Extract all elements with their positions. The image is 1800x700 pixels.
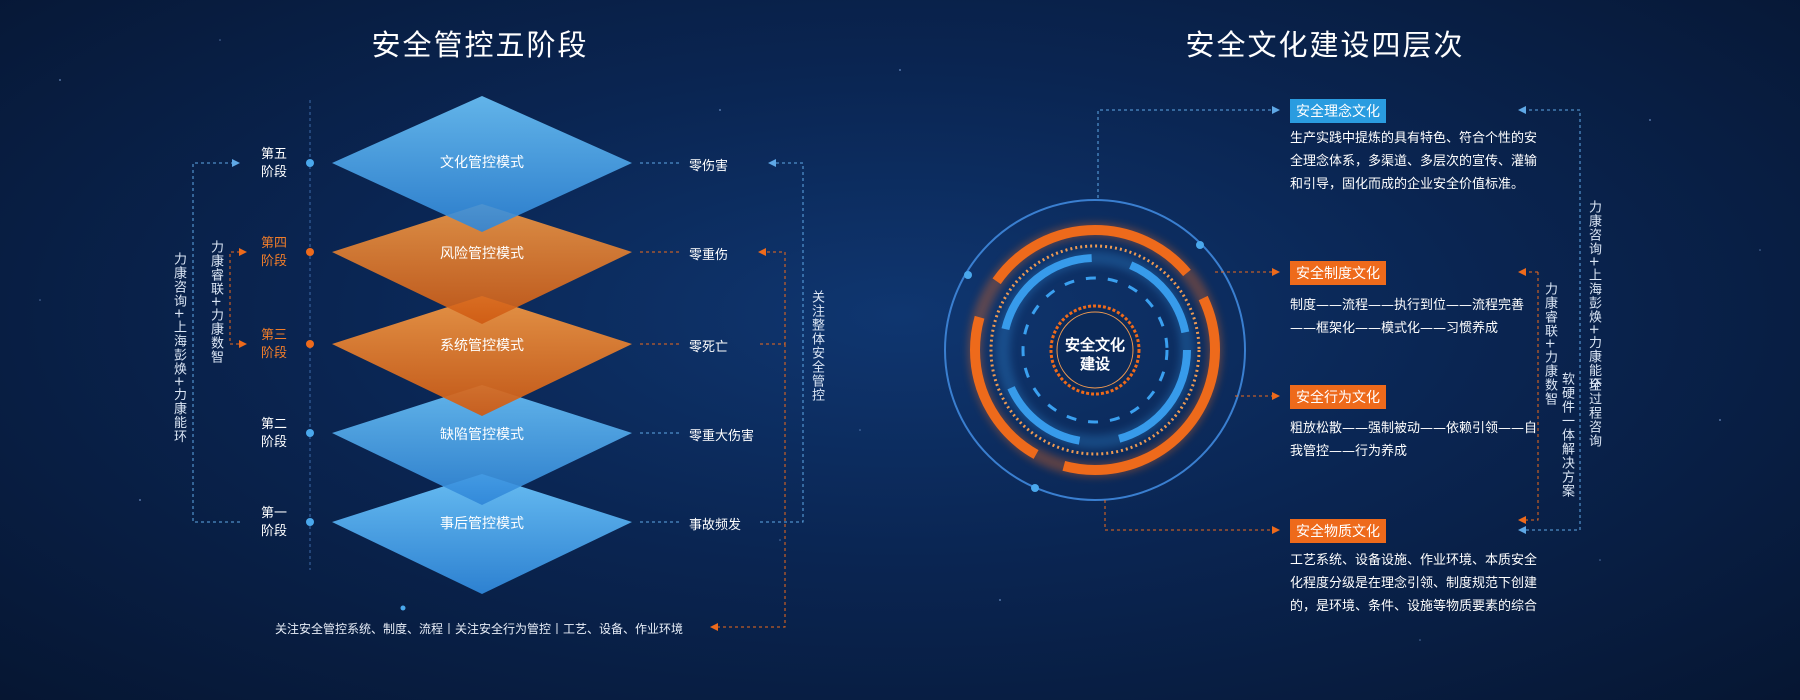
left-outer-partners: 力康咨询+上海彭焕+力康能环 (171, 252, 186, 444)
behavior-culture-text: 粗放松散——强制被动——依赖引领——自我管控——行为养成 (1290, 421, 1538, 459)
goal-zero-major-injury: 零重大伤害 (689, 429, 755, 444)
five-stages-title: 安全管控五阶段 (371, 28, 589, 62)
stage-label-4: 第四 阶段 (260, 236, 287, 269)
tag-system-culture: 安全制度文化 (1290, 261, 1386, 285)
stage-label-2: 第二 阶段 (260, 417, 287, 450)
stage-label-1: 第一 阶段 (260, 506, 287, 539)
tag-material-culture: 安全物质文化 (1290, 519, 1386, 543)
stage-label-5: 第五 阶段 (260, 147, 287, 180)
tag-behavior-culture: 安全行为文化 (1290, 385, 1386, 409)
stage-label-3: 第三 阶段 (260, 328, 287, 361)
tag-concept-culture: 安全理念文化 (1290, 99, 1386, 123)
mode-after-event: 事后管控模式 (440, 516, 524, 532)
stage-dots (306, 159, 406, 611)
goal-zero-death: 零死亡 (689, 340, 729, 355)
material-culture-text: 工艺系统、设备设施、作业环境、本质安全化程度分级是在理念引领、制度规范下创建的，… (1290, 553, 1538, 614)
bottom-focus-note: 关注安全管控系统、制度、流程丨关注安全行为管控丨工艺、设备、作业环境 (275, 622, 684, 636)
system-culture-text: 制度——流程——执行到位——流程完善——框架化——模式化——习惯养成 (1290, 298, 1525, 336)
goal-zero-serious-injury: 零重伤 (689, 248, 729, 263)
overall-control-note: 关注整体安全管控 (809, 290, 824, 402)
four-levels-title: 安全文化建设四层次 (1185, 28, 1465, 62)
concept-culture-text: 生产实践中提炼的具有特色、符合个性的安全理念体系，多渠道、多层次的宣传、灌输和引… (1290, 131, 1538, 192)
mode-culture: 文化管控模式 (440, 155, 524, 171)
right-full-process: 全过程咨询 (1586, 378, 1601, 448)
culture-emblem (944, 199, 1246, 501)
diamond-stack (332, 96, 632, 594)
right-outer-partners: 力康咨询+上海彭焕+力康能环 (1586, 200, 1601, 392)
left-inner-partners: 力康睿联+力康数智 (208, 240, 223, 364)
right-inner-partners: 力康睿联+力康数智 (1542, 282, 1557, 406)
emblem-center-label: 安全文化 建设 (1064, 336, 1125, 373)
mode-risk: 风险管控模式 (440, 246, 524, 262)
mode-system: 系统管控模式 (440, 338, 524, 354)
mode-defect: 缺陷管控模式 (440, 427, 524, 443)
right-software-hardware: 软硬件一体解决方案 (1559, 372, 1574, 498)
goal-frequent-accidents: 事故频发 (689, 518, 742, 533)
goal-zero-injury: 零伤害 (689, 159, 729, 174)
